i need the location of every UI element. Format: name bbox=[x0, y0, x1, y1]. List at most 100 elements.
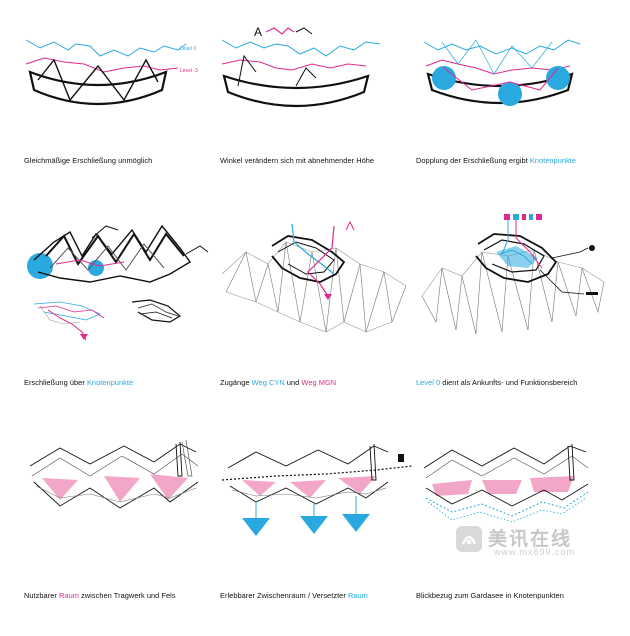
node-circle-middle bbox=[498, 82, 522, 106]
icon-row bbox=[504, 214, 542, 220]
diagram-lake-view bbox=[423, 443, 589, 523]
truss-bottom-2 bbox=[35, 485, 197, 503]
view-line-cyan-2 bbox=[427, 497, 587, 523]
watermark: 美讯在线 www.mx699.com bbox=[452, 520, 592, 560]
bowl-shape bbox=[28, 70, 168, 106]
panel-1: Level 0 Level -3 Gleichmäßige Erschließu… bbox=[20, 20, 220, 220]
magenta-overlay bbox=[443, 67, 559, 91]
panel-1-caption: Gleichmäßige Erschließung unmöglich bbox=[24, 156, 153, 165]
truss-lines bbox=[37, 58, 159, 102]
panel-5: Zugänge Weg CYN und Weg MGN bbox=[216, 212, 416, 412]
path-mgn-arrow bbox=[324, 294, 332, 300]
cross-lines bbox=[441, 39, 553, 75]
angle-lines-2 bbox=[295, 67, 317, 87]
angle-glyph-label: A bbox=[254, 25, 262, 39]
path-cyn bbox=[291, 223, 335, 275]
panel-4: Erschließung über Knotenpunkte bbox=[20, 212, 220, 412]
panel-2: A Winkel verändern sich mit abnehmender … bbox=[216, 20, 416, 220]
label-marker bbox=[586, 292, 598, 295]
terrain-mesh-2 bbox=[225, 241, 407, 333]
panel-7: Nutzbarer Raum zwischen Tragwerk und Fel… bbox=[20, 436, 220, 636]
structure-core bbox=[271, 235, 346, 283]
path-mgn bbox=[307, 225, 335, 297]
node-circle-left bbox=[432, 66, 456, 90]
level-0-outline bbox=[499, 249, 533, 265]
diagram-usable-space bbox=[29, 439, 199, 509]
node-circle bbox=[27, 253, 53, 279]
bowl-shape bbox=[222, 74, 370, 108]
level-3-label: Level -3 bbox=[180, 68, 198, 74]
structure-core bbox=[475, 233, 558, 283]
glyph-wave bbox=[265, 27, 295, 35]
node-circle-right bbox=[546, 66, 570, 90]
room-band-1 bbox=[432, 480, 472, 496]
panel-8-caption: Erlebbarer Zwischenraum / Versetzter Rau… bbox=[220, 591, 368, 600]
diagram-level-0 bbox=[421, 214, 605, 335]
pillar-2 bbox=[181, 439, 193, 477]
panel-3-caption: Dopplung der Erschließung ergibt Knotenp… bbox=[416, 156, 577, 165]
watermark-logo-icon bbox=[456, 526, 482, 552]
room-band-3 bbox=[338, 476, 376, 494]
truss-mid bbox=[425, 455, 589, 479]
truss-top bbox=[29, 443, 197, 467]
structure-lines bbox=[45, 232, 185, 266]
angle-lines bbox=[237, 54, 257, 87]
watermark-url: www.mx699.com bbox=[494, 547, 576, 557]
level-0-line bbox=[221, 39, 381, 57]
pillar bbox=[175, 441, 183, 477]
detail-left bbox=[33, 301, 105, 341]
entry-stub bbox=[345, 220, 355, 231]
level-3-line bbox=[221, 59, 367, 71]
room-triangle-2 bbox=[104, 476, 140, 502]
node-circle-2 bbox=[88, 260, 104, 276]
blue-triangle-1 bbox=[242, 518, 270, 536]
panel-8: Erlebbarer Zwischenraum / Versetzter Rau… bbox=[216, 436, 416, 636]
structure-inner bbox=[277, 241, 335, 275]
diagram-uniform-access: Level 0 Level -3 bbox=[25, 39, 198, 106]
pillar bbox=[369, 443, 377, 481]
watermark-title: 美讯在线 bbox=[488, 529, 573, 550]
connector-right bbox=[551, 247, 589, 259]
structure-lines-2 bbox=[49, 243, 165, 271]
truss-top bbox=[423, 445, 587, 469]
panel-7-caption: Nutzbarer Raum zwischen Tragwerk und Fel… bbox=[24, 591, 176, 600]
panel-9-caption: Blickbezug zum Gardasee in Knotenpunkten bbox=[416, 591, 564, 600]
level-0-line bbox=[423, 39, 581, 55]
connector-lower bbox=[539, 269, 585, 295]
truss-bottom-2 bbox=[231, 487, 387, 499]
room-band-1 bbox=[242, 480, 276, 496]
truss-bottom bbox=[425, 483, 589, 507]
view-line-cyan bbox=[425, 491, 589, 517]
panel-6-caption: Level 0 dient als Ankunfts- und Funktion… bbox=[416, 378, 578, 387]
room-band-3 bbox=[530, 476, 574, 492]
right-branch bbox=[185, 245, 209, 255]
cyn-line bbox=[501, 220, 509, 255]
structure-outline bbox=[33, 224, 192, 283]
top-icon bbox=[398, 454, 404, 462]
blue-triangle-3 bbox=[342, 514, 370, 532]
diagram-doubled-access bbox=[423, 39, 581, 106]
room-triangle-3 bbox=[150, 474, 188, 500]
diagram-node-access bbox=[27, 224, 209, 341]
terrain-mesh-3 bbox=[225, 291, 393, 333]
detail-right bbox=[131, 299, 182, 323]
level-3-line bbox=[25, 57, 179, 73]
truss-mid bbox=[31, 453, 199, 477]
pillar bbox=[567, 443, 575, 481]
bowl-shape bbox=[426, 72, 574, 105]
room-band-2 bbox=[290, 480, 326, 498]
glyph-wave-grey bbox=[295, 27, 313, 35]
diagram-entrances bbox=[221, 220, 407, 333]
level-0-line bbox=[25, 39, 187, 57]
diagram-intermediate-space bbox=[221, 443, 413, 536]
panel-4-caption: Erschließung über Knotenpunkte bbox=[24, 378, 134, 387]
diagram-angles-height: A bbox=[221, 25, 381, 108]
panel-2-caption: Winkel verändern sich mit abnehmender Hö… bbox=[220, 156, 375, 165]
panel-6: Level 0 dient als Ankunfts- und Funktion… bbox=[412, 212, 612, 412]
top-branch bbox=[91, 225, 119, 239]
panel-9: Blickbezug zum Gardasee in Knotenpunkten bbox=[412, 436, 612, 636]
dotted-horizon bbox=[221, 465, 413, 481]
room-triangle-1 bbox=[42, 478, 78, 500]
mgn-line bbox=[515, 220, 543, 269]
structure-inner bbox=[483, 239, 545, 273]
